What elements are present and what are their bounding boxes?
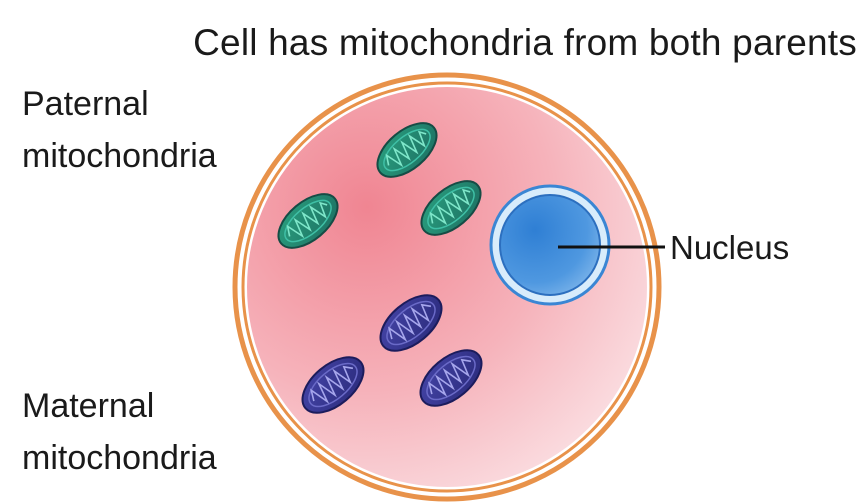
- nucleus: [491, 186, 609, 304]
